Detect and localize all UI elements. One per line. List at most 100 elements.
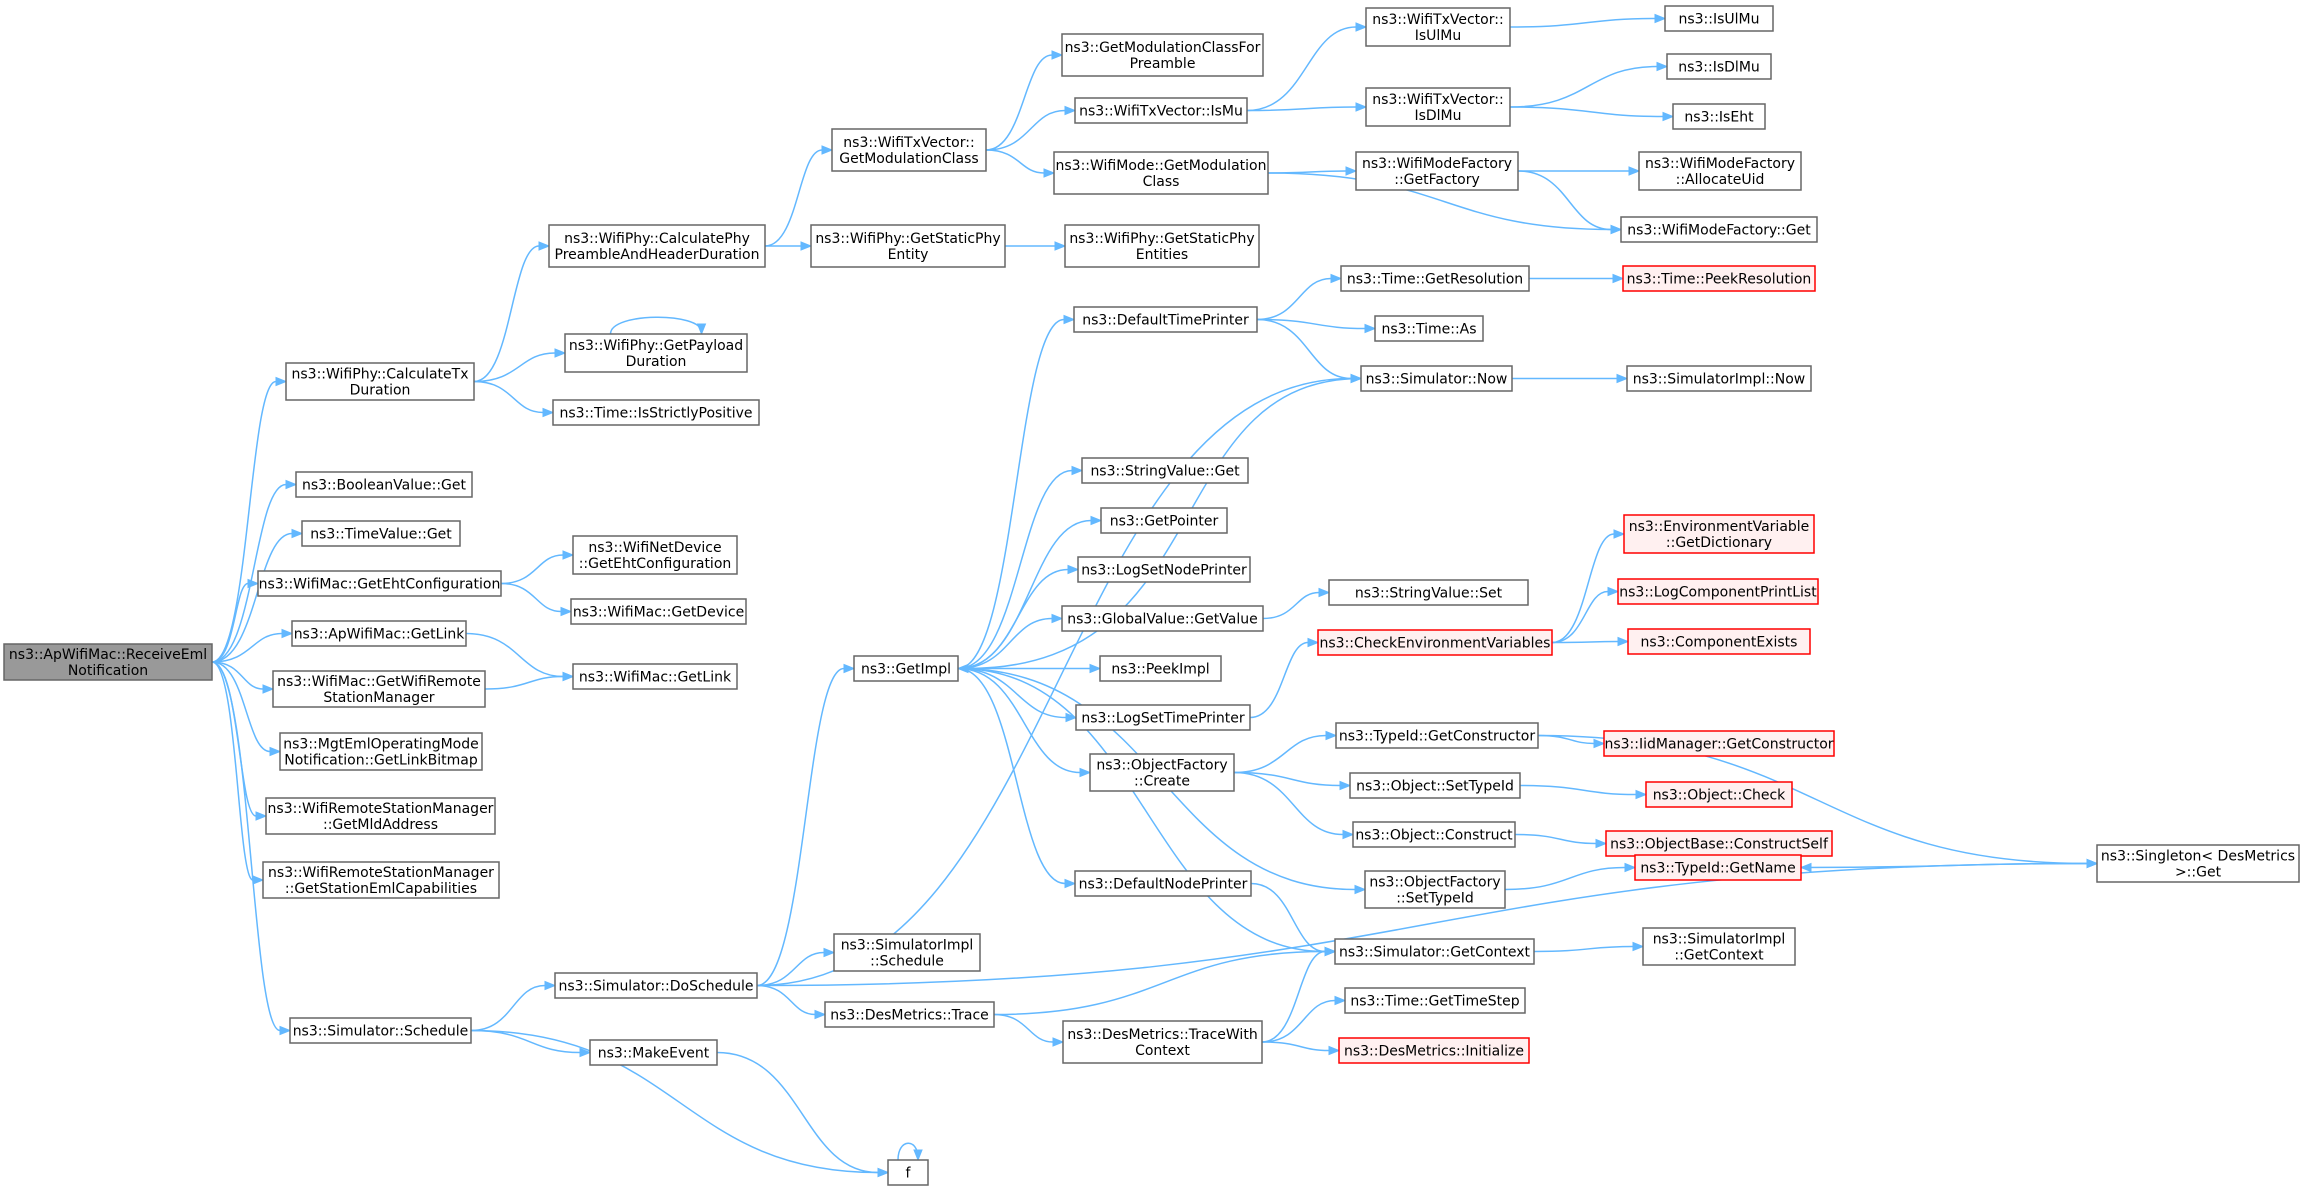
node-gvGetValue[interactable]: ns3::GlobalValue::GetValue (1061, 605, 1264, 632)
node-netdevEht[interactable]: ns3::WifiNetDevice::GetEhtConfiguration (572, 535, 738, 575)
node-wmfGet[interactable]: ns3::WifiModeFactory::Get (1620, 216, 1818, 243)
node-peekImpl[interactable]: ns3::PeekImpl (1099, 655, 1222, 682)
node-txvIsDlMu[interactable]: ns3::WifiTxVector::IsDlMu (1365, 87, 1511, 127)
node-iidGetCtor[interactable]: ns3::IidManager::GetConstructor (1603, 730, 1835, 757)
node-modeModClass[interactable]: ns3::WifiMode::GetModulationClass (1053, 151, 1269, 195)
edge-receive-schedule (211, 661, 292, 1036)
node-label: PreambleAndHeaderDuration (555, 247, 760, 263)
node-box (1642, 927, 1796, 966)
node-implSchedule[interactable]: ns3::SimulatorImpl::Schedule (833, 933, 981, 972)
node-isUlMu[interactable]: ns3::IsUlMu (1664, 5, 1774, 32)
node-constructSelf[interactable]: ns3::ObjectBase::ConstructSelf (1605, 830, 1833, 857)
node-allocUid[interactable]: ns3::WifiModeFactory::AllocateUid (1638, 151, 1802, 191)
node-logCompList[interactable]: ns3::LogComponentPrintList (1617, 578, 1819, 605)
node-isEht[interactable]: ns3::IsEht (1672, 103, 1766, 130)
node-simGetCtx[interactable]: ns3::Simulator::GetContext (1334, 938, 1535, 965)
node-peekRes[interactable]: ns3::Time::PeekResolution (1622, 265, 1816, 292)
node-label: Duration (350, 383, 411, 399)
node-macGetLink[interactable]: ns3::WifiMac::GetLink (572, 663, 738, 690)
node-box (1365, 87, 1511, 127)
edge-receive-getRsm (211, 661, 275, 694)
node-dmTrace[interactable]: ns3::DesMetrics::Trace (824, 1001, 995, 1028)
edge-staticPhy-staticPhyEntities (1004, 241, 1067, 251)
node-boolGet[interactable]: ns3::BooleanValue::Get (295, 471, 473, 498)
node-tidGetName[interactable]: ns3::TypeId::GetName (1634, 854, 1802, 881)
node-compExists[interactable]: ns3::ComponentExists (1627, 628, 1811, 655)
edge-receive-linkBitmap (211, 661, 282, 757)
edge-txvModClass-txvIsMu (985, 105, 1077, 151)
node-timeAs[interactable]: ns3::Time::As (1374, 315, 1484, 342)
node-getDevice[interactable]: ns3::WifiMac::GetDevice (570, 598, 747, 625)
node-implNow[interactable]: ns3::SimulatorImpl::Now (1626, 365, 1812, 392)
node-getImpl[interactable]: ns3::GetImpl (853, 655, 959, 682)
node-f[interactable]: f (887, 1159, 929, 1186)
node-txvModClass[interactable]: ns3::WifiTxVector::GetModulationClass (831, 128, 987, 172)
node-label: ns3::WifiModeFactory::Get (1627, 223, 1811, 239)
node-simNow[interactable]: ns3::Simulator::Now (1360, 365, 1513, 392)
node-ofSetTid[interactable]: ns3::ObjectFactory::SetTypeId (1364, 870, 1506, 909)
node-logSetTime[interactable]: ns3::LogSetTimePrinter (1075, 704, 1251, 731)
node-schedule[interactable]: ns3::Simulator::Schedule (289, 1017, 472, 1044)
node-label: ns3::StringValue::Get (1090, 464, 1240, 480)
node-label: Entity (888, 247, 929, 263)
node-label: ns3::DesMetrics::TraceWith (1067, 1027, 1257, 1043)
node-getTimeStep[interactable]: ns3::Time::GetTimeStep (1344, 987, 1526, 1014)
node-label: ::GetStationEmlCapabilities (285, 881, 477, 897)
node-makeEvent[interactable]: ns3::MakeEvent (589, 1039, 718, 1066)
node-label: ns3::WifiPhy::CalculateTx (292, 367, 469, 383)
node-label: ns3::DesMetrics::Initialize (1344, 1044, 1524, 1060)
node-getRsm[interactable]: ns3::WifiMac::GetWifiRemoteStationManage… (272, 670, 486, 708)
node-singletonGet[interactable]: ns3::Singleton< DesMetrics >::Get (2096, 844, 2300, 883)
node-defNodePrinter[interactable]: ns3::DefaultNodePrinter (1074, 870, 1252, 897)
node-mldAddr[interactable]: ns3::WifiRemoteStationManager::GetMldAdd… (265, 797, 496, 835)
node-box (295, 471, 473, 498)
edge-dmTraceCtx-dmInit (1261, 1041, 1341, 1056)
node-implGetCtx[interactable]: ns3::SimulatorImpl::GetContext (1642, 927, 1796, 966)
node-label: ns3::MgtEmlOperatingMode (283, 737, 478, 753)
node-label: ::GetMldAddress (323, 817, 438, 833)
node-objSetTid[interactable]: ns3::Object::SetTypeId (1349, 772, 1521, 799)
node-doSchedule[interactable]: ns3::Simulator::DoSchedule (554, 972, 758, 999)
node-label: ns3::BooleanValue::Get (302, 478, 467, 494)
node-preamble[interactable]: ns3::WifiPhy::CalculatePhyPreambleAndHea… (548, 224, 766, 268)
node-envDict[interactable]: ns3::EnvironmentVariable::GetDictionary (1623, 514, 1815, 554)
node-box (1100, 507, 1228, 534)
node-txvIsMu[interactable]: ns3::WifiTxVector::IsMu (1074, 97, 1248, 124)
node-getPointer[interactable]: ns3::GetPointer (1100, 507, 1228, 534)
node-logSetNode[interactable]: ns3::LogSetNodePrinter (1077, 556, 1251, 583)
node-strGet[interactable]: ns3::StringValue::Get (1081, 457, 1249, 484)
node-checkEnv[interactable]: ns3::CheckEnvironmentVariables (1317, 629, 1553, 656)
node-label: ::GetEhtConfiguration (579, 556, 732, 572)
node-defTimePrinter[interactable]: ns3::DefaultTimePrinter (1073, 306, 1258, 333)
node-strictPos[interactable]: ns3::Time::IsStrictlyPositive (552, 399, 760, 426)
edge-defNodePrinter-simGetCtx (1250, 882, 1337, 957)
node-txvIsUlMu[interactable]: ns3::WifiTxVector::IsUlMu (1365, 7, 1511, 47)
node-label: ns3::WifiRemoteStationManager (268, 801, 494, 817)
edge-receive-timeGet (211, 528, 304, 663)
node-timeGet[interactable]: ns3::TimeValue::Get (301, 520, 461, 547)
node-objConstruct[interactable]: ns3::Object::Construct (1352, 821, 1516, 848)
node-getRes[interactable]: ns3::Time::GetResolution (1340, 265, 1530, 292)
node-label: ns3::Object::Check (1653, 788, 1786, 804)
node-emlCap[interactable]: ns3::WifiRemoteStationManager::GetStatio… (262, 861, 500, 899)
node-label: ns3::ObjectFactory (1369, 875, 1500, 891)
node-label: ns3::Time::GetTimeStep (1350, 994, 1519, 1010)
node-isDlMu[interactable]: ns3::IsDlMu (1666, 53, 1772, 80)
node-getEht[interactable]: ns3::WifiMac::GetEhtConfiguration (257, 570, 502, 597)
node-tidGetCtor[interactable]: ns3::TypeId::GetConstructor (1335, 722, 1539, 749)
node-label: ns3::ObjectFactory (1096, 758, 1227, 774)
node-apGetLink[interactable]: ns3::ApWifiMac::GetLink (291, 620, 467, 647)
node-wmfGetFactory[interactable]: ns3::WifiModeFactory::GetFactory (1355, 151, 1519, 191)
node-dmInit[interactable]: ns3::DesMetrics::Initialize (1338, 1037, 1530, 1064)
node-linkBitmap[interactable]: ns3::MgtEmlOperatingModeNotification::Ge… (279, 732, 483, 771)
node-objCheck[interactable]: ns3::Object::Check (1645, 781, 1793, 808)
node-ofCreate[interactable]: ns3::ObjectFactory::Create (1089, 753, 1235, 792)
node-strSet[interactable]: ns3::StringValue::Set (1328, 579, 1529, 606)
